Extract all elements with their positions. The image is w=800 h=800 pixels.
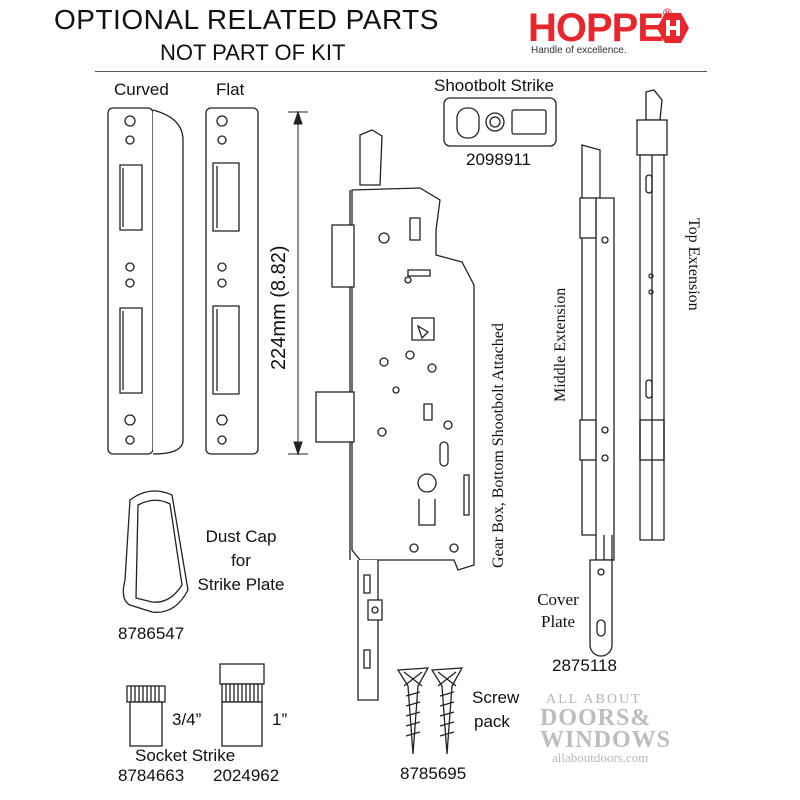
brand-name: HOPPE: [528, 6, 664, 50]
socket-strike-size-three-quarter: 3/4”: [172, 710, 202, 729]
screw-pack: [396, 667, 464, 755]
cover-plate: [589, 559, 613, 657]
screw-label-1: Screw: [472, 688, 520, 707]
dust-cap-number: 8786547: [118, 624, 185, 643]
curved-label: Curved: [114, 80, 169, 99]
screw-pack-number: 8785695: [400, 764, 467, 783]
flat-label: Flat: [216, 80, 245, 99]
socket-strike-label: Socket Strike: [135, 746, 236, 765]
socket-strike-number-2: 2024962: [213, 766, 280, 785]
header-divider: [95, 71, 707, 72]
watermark-url: allaboutdoors.com: [552, 750, 649, 765]
gear-box: [315, 129, 475, 701]
socket-strike-three-quarter: [126, 685, 166, 747]
dust-cap-label-1: Dust Cap: [205, 527, 277, 546]
screw-label-2: pack: [474, 712, 510, 731]
socket-strike-number-1: 8784663: [118, 766, 185, 785]
dimension-label: 224mm (8.82): [268, 245, 290, 371]
shootbolt-strike-label: Shootbolt Strike: [434, 76, 555, 95]
dimension-line: [288, 110, 308, 456]
middle-extension: [579, 144, 615, 561]
top-extension-label: Top Extension: [685, 218, 702, 311]
flat-strike-plate: [205, 107, 259, 455]
watermark-line-2: DOORS&: [540, 705, 652, 731]
dust-cap-label-3: Strike Plate: [197, 575, 285, 594]
cover-plate-label-2: Plate: [541, 612, 575, 631]
middle-extension-label: Middle Extension: [552, 287, 569, 402]
dust-cap: [122, 490, 189, 613]
page-title: OPTIONAL RELATED PARTS: [54, 4, 439, 35]
shootbolt-strike: [443, 97, 557, 147]
socket-strike-one-inch: [219, 663, 265, 747]
gear-box-label: Gear Box, Bottom Shootbolt Attached: [490, 323, 507, 568]
shootbolt-strike-number: 2098911: [466, 150, 531, 169]
page-subtitle: NOT PART OF KIT: [160, 40, 346, 65]
top-extension: [636, 89, 668, 541]
cover-plate-label-1: Cover: [537, 590, 579, 609]
dust-cap-label-2: for: [231, 551, 251, 570]
watermark-line-3: WINDOWS: [540, 727, 672, 753]
brand-logo: HOPPE®: [528, 6, 672, 51]
hoppe-hexagon-icon: [657, 13, 689, 43]
socket-strike-size-one-inch: 1”: [272, 710, 288, 729]
curved-strike-plate: [107, 107, 184, 455]
brand-tagline: Handle of excellence.: [531, 45, 627, 56]
cover-plate-number: 2875118: [552, 656, 617, 675]
watermark-line-1: ALL ABOUT: [546, 692, 642, 707]
